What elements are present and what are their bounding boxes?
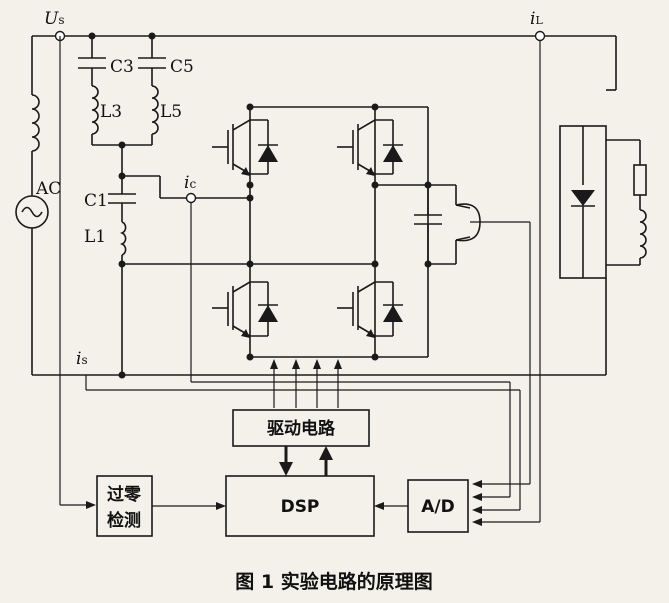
l1-label: L1 <box>84 227 106 247</box>
bottom-bus <box>32 278 607 376</box>
zero-cross-label-1: 过零 <box>107 485 142 505</box>
driver-block <box>232 409 370 447</box>
ac-label: AC <box>35 179 61 199</box>
ic-label: ic <box>184 173 196 193</box>
c1-label: C1 <box>84 191 108 211</box>
driver-label: 驱动电路 <box>267 418 336 439</box>
ac-source-branch <box>15 35 60 375</box>
igbt-upper-left <box>212 119 278 176</box>
igbt-upper-right <box>337 119 403 176</box>
igbt-lower-right <box>337 281 403 338</box>
l3-label: L3 <box>100 102 122 122</box>
load-resistor <box>633 164 647 196</box>
il-label: iL <box>530 9 543 29</box>
il-terminal <box>534 30 546 42</box>
ad-label: A/D <box>421 497 454 517</box>
inverter-bridge <box>212 103 432 361</box>
igbt-lower-left <box>212 281 278 338</box>
l5-label: L5 <box>160 102 182 122</box>
is-label: is <box>76 349 88 369</box>
figure-caption: 图 1 实验电路的原理图 <box>235 570 432 593</box>
c1-l1-branch <box>108 176 136 375</box>
c3-l3-branch <box>78 36 106 145</box>
c3-label: C3 <box>110 57 134 77</box>
top-bus <box>60 35 617 91</box>
c5-l5-branch <box>138 36 166 145</box>
output-capacitor <box>414 185 442 264</box>
load-rectifier <box>559 125 647 279</box>
gate-drive-lines <box>270 359 342 408</box>
c5-label: C5 <box>170 57 194 77</box>
us-label: Us <box>44 9 65 29</box>
dsp-label: DSP <box>281 497 320 517</box>
ic-terminal <box>185 192 197 204</box>
zero-cross-label-2: 检测 <box>107 510 141 531</box>
